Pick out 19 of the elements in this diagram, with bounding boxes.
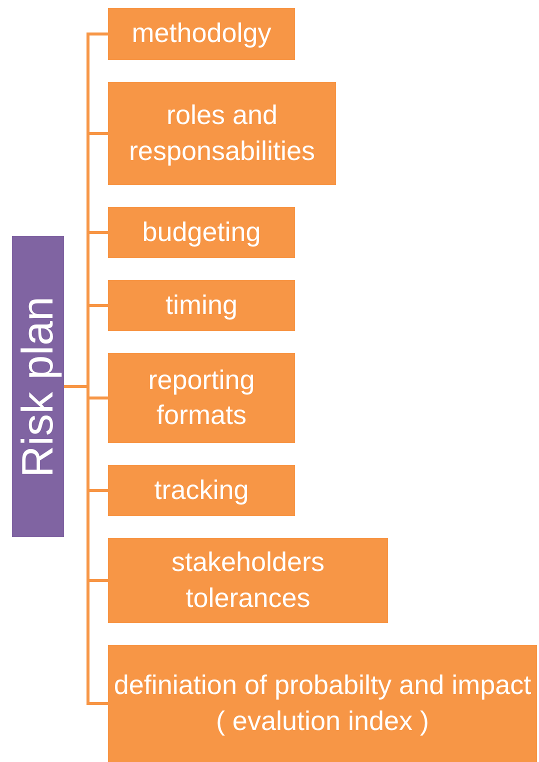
connector-line: [64, 385, 108, 705]
item-box: [108, 465, 295, 516]
item-label: stakeholders tolerances: [170, 546, 326, 614]
item-label: definiation of probabilty and impact ( evalution index ): [112, 669, 532, 738]
item-box: [108, 207, 295, 258]
item-box: [108, 538, 388, 623]
item-label: budgeting: [142, 216, 261, 249]
item-box: [108, 280, 295, 331]
item-box: [108, 82, 336, 185]
item-label: reporting formats: [147, 364, 256, 432]
category-label: Risk plan: [13, 296, 63, 477]
item-box: [108, 353, 295, 443]
item-box: [108, 645, 537, 762]
item-box: [108, 8, 295, 60]
category-bar: [12, 236, 64, 537]
item-label: roles and responsabilities: [128, 99, 316, 168]
item-label: timing: [165, 288, 238, 322]
item-label: methodolgy: [132, 17, 272, 50]
item-label: tracking: [154, 474, 249, 507]
